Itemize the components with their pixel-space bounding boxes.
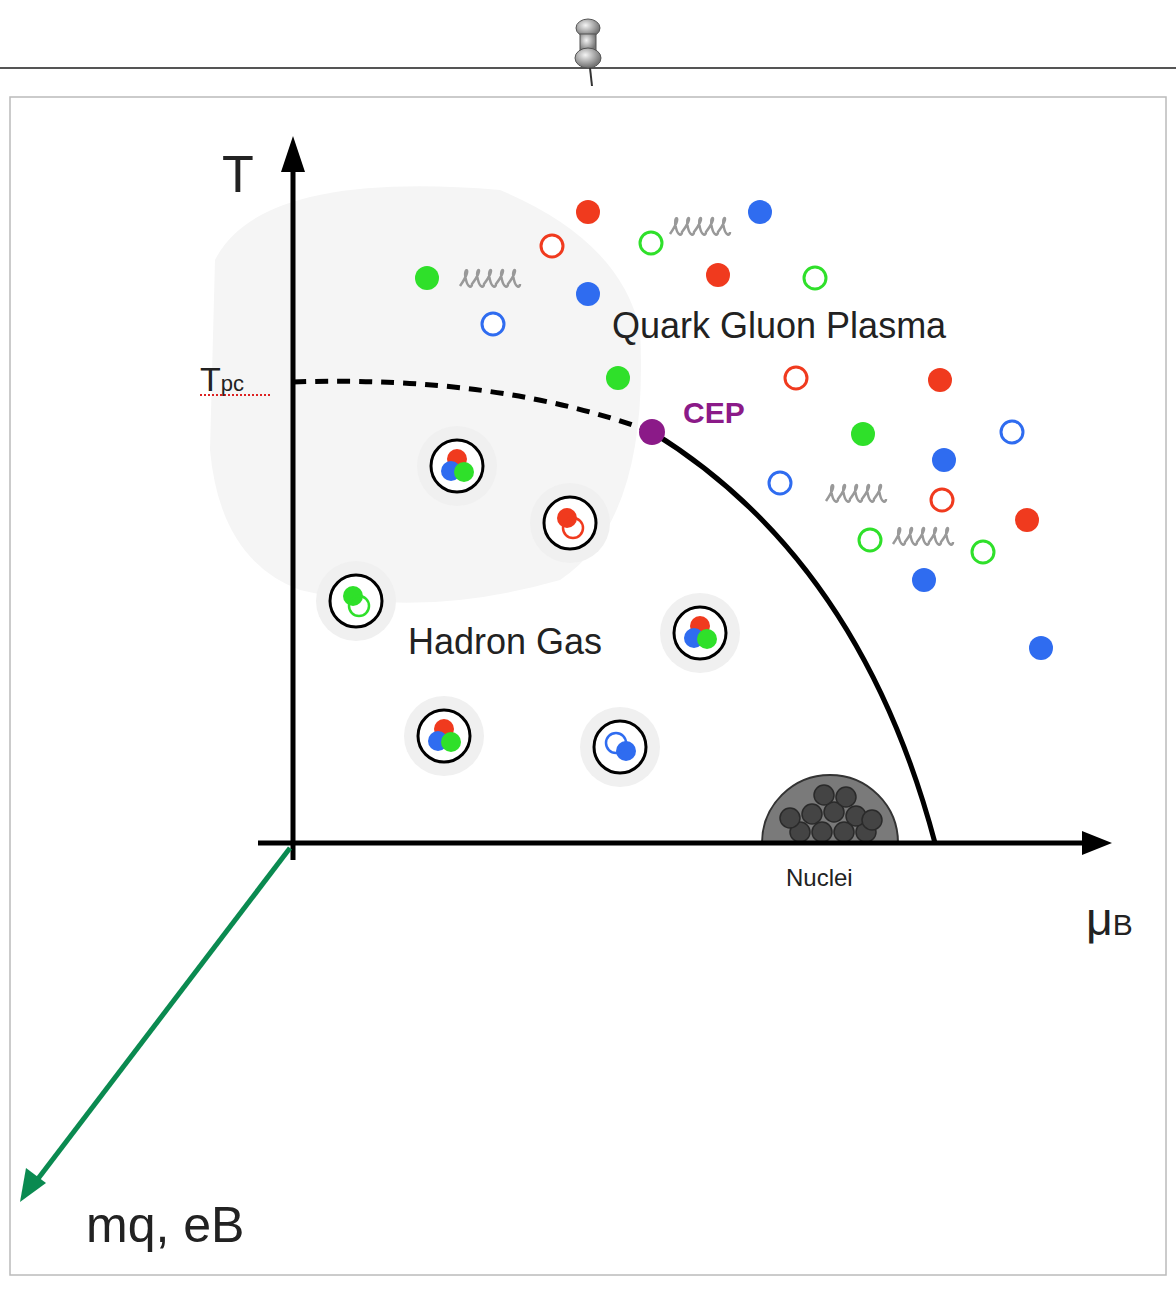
first-order-line (652, 432, 935, 843)
symbol-label: Nuclei (786, 866, 853, 890)
frame (10, 97, 1166, 1275)
third-axis (34, 848, 290, 1184)
nuclei-symbol (762, 775, 898, 843)
particles (316, 200, 1053, 787)
axis-tick-label: Tpc (200, 362, 244, 396)
axis-label: mq, eB (86, 1200, 244, 1250)
axis-label: μB (1086, 896, 1133, 943)
axis-label: T (222, 148, 254, 200)
push-pin (575, 19, 601, 86)
background-glow (210, 186, 641, 602)
point-label: CEP (683, 398, 745, 428)
crossover-line (293, 381, 652, 432)
mu-axis (258, 841, 1095, 846)
t-axis (291, 150, 296, 860)
region-label: Quark Gluon Plasma (612, 308, 946, 344)
region-label: Hadron Gas (408, 624, 602, 660)
critical-point (639, 419, 665, 445)
